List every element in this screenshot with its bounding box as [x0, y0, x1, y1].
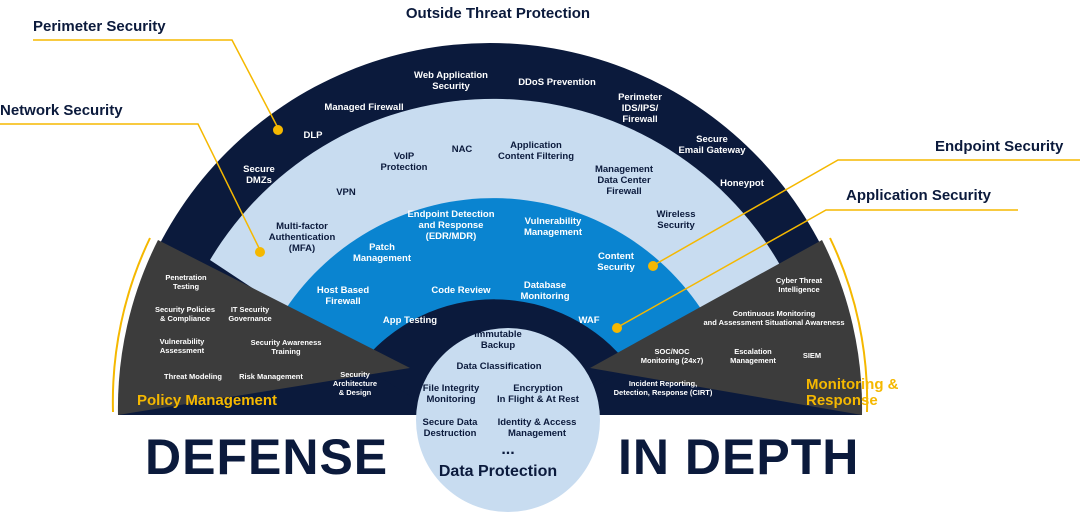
monitoring-wedge [590, 240, 863, 415]
top-title: Outside Threat Protection [406, 5, 590, 22]
data-protection-item-1: Data Classification [457, 361, 542, 372]
gold-arc-right [829, 237, 869, 413]
footer-in-depth: IN DEPTH [618, 429, 859, 485]
category-endpoint: Endpoint Security [935, 138, 1064, 155]
callout-endpoint [648, 159, 1080, 271]
monitoring-item-5: Incident Reporting,Detection, Response (… [614, 379, 713, 397]
data-protection-ellipsis: ... [501, 441, 514, 458]
callout-perimeter [33, 39, 283, 135]
policy-item-1: Security Policies& Compliance [155, 305, 215, 323]
application-ring-item-3: WAF [578, 315, 599, 326]
policy-wedge [117, 240, 410, 415]
policy-title: Policy Management [137, 392, 277, 409]
application-ring-item-2: App Testing [383, 315, 437, 326]
callout-application [612, 209, 1018, 333]
category-application: Application Security [846, 187, 992, 204]
data-protection-title: Data Protection [439, 463, 557, 480]
data-protection-circle [416, 328, 600, 512]
monitoring-title: Monitoring &Response [806, 376, 899, 409]
outer-ring-item-2: Managed Firewall [324, 102, 403, 113]
network-ring-item-4: VPN [336, 187, 356, 198]
outer-ring-item-4: DLP [304, 130, 324, 141]
application-ring-item-0: Code Review [431, 285, 491, 296]
outer-ring-item-7: Honeypot [720, 178, 765, 189]
gold-arc-left [111, 237, 151, 413]
outer-ring-item-1: DDoS Prevention [518, 77, 596, 88]
category-network: Network Security [0, 102, 123, 119]
category-perimeter: Perimeter Security [33, 18, 166, 35]
callout-network [0, 123, 265, 257]
network-ring-item-0: NAC [452, 144, 473, 155]
policy-item-6: Risk Management [239, 372, 303, 381]
policy-item-5: Threat Modeling [164, 372, 222, 381]
monitoring-title-text-0: Monitoring &Response [806, 376, 899, 409]
footer-defense: DEFENSE [145, 429, 388, 485]
monitoring-item-4: SIEM [803, 351, 821, 360]
